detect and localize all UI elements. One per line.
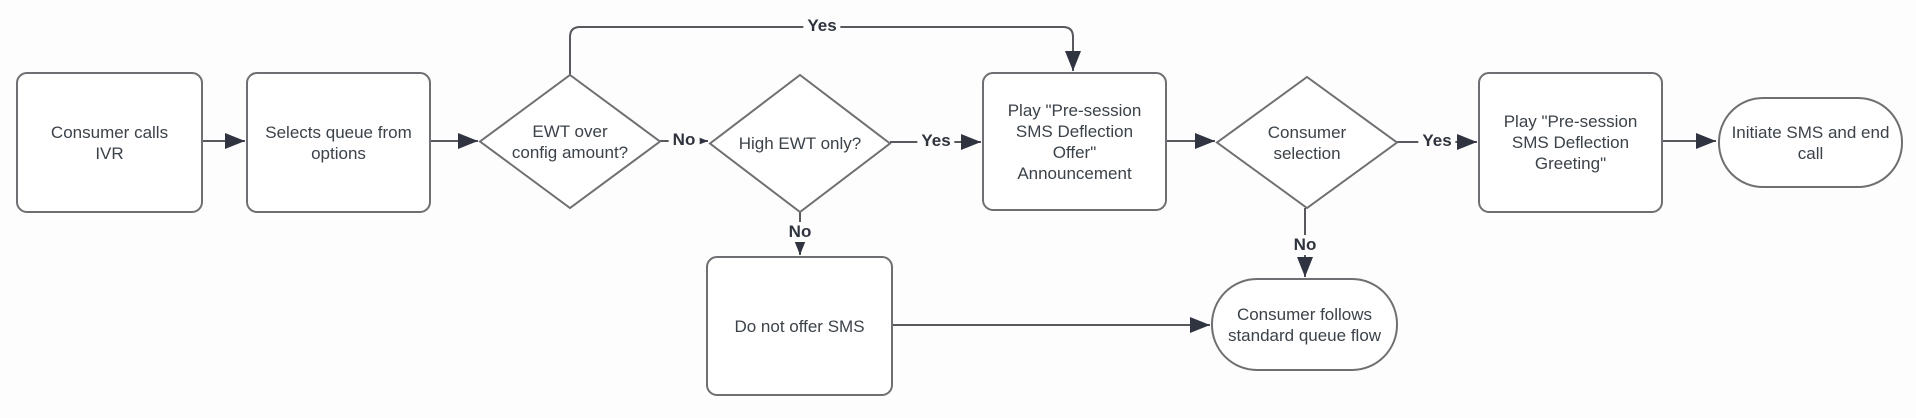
consumer-follows-flow-terminator-shape	[1211, 278, 1398, 371]
consumer-selection-decision-shape	[1215, 75, 1399, 210]
play-greeting-shape	[1478, 72, 1663, 213]
ewt-over-config-decision-shape	[478, 73, 662, 210]
selects-queue-shape	[246, 72, 431, 213]
play-offer-announcement-shape	[982, 72, 1167, 211]
edge-ewt-yes-to-play-offer	[569, 26, 1081, 75]
do-not-offer-sms-shape	[706, 256, 893, 396]
high-ewt-only-decision-shape	[708, 73, 892, 214]
consumer-calls-ivr-shape	[16, 72, 203, 213]
initiate-sms-end-call-terminator-shape	[1718, 97, 1903, 188]
